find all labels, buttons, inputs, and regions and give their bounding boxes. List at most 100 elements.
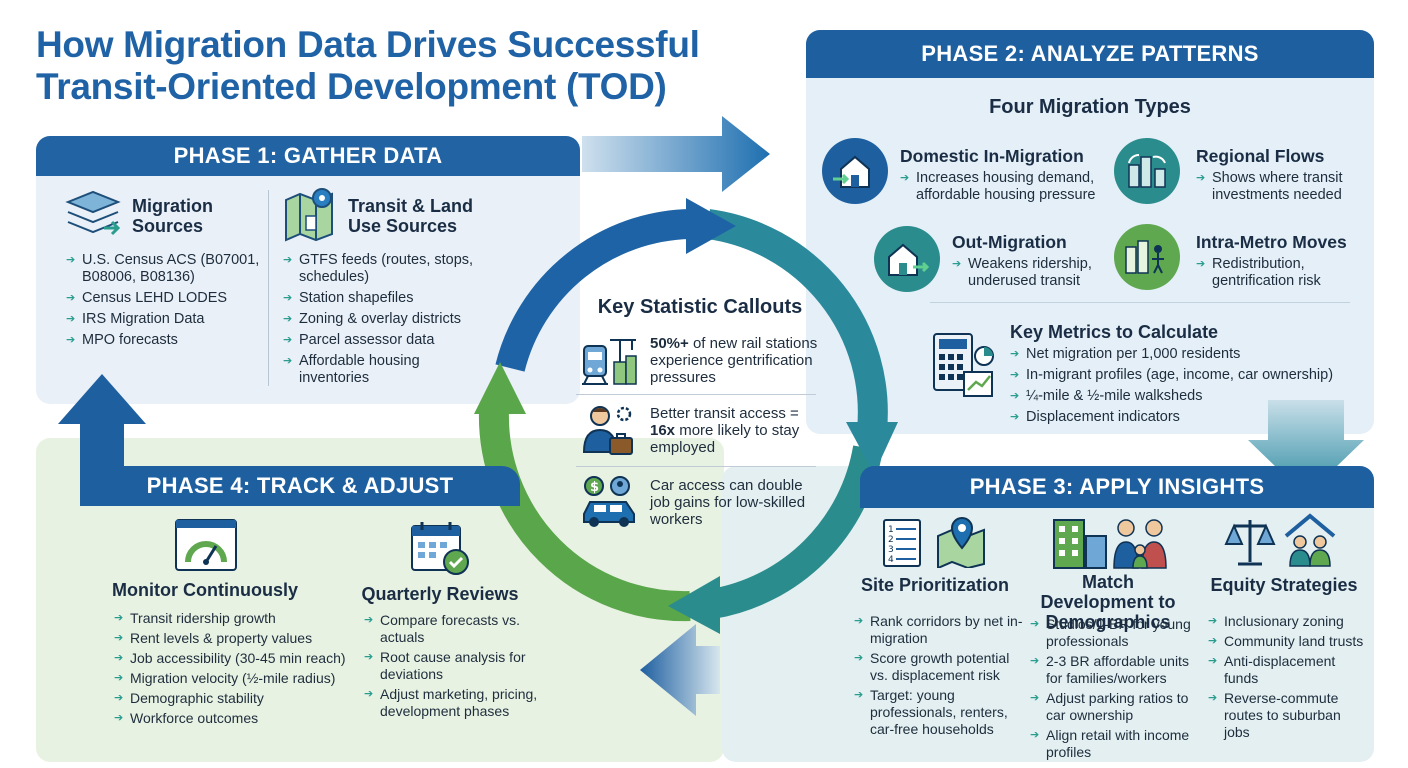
- quarterly-reviews-heading: Quarterly Reviews: [361, 584, 519, 604]
- list-item: Reverse-commute routes to suburban jobs: [1208, 690, 1368, 741]
- domestic-in-migration-heading: Domestic In-Migration: [900, 146, 1084, 166]
- phase4-banner: PHASE 4: TRACK & ADJUST: [80, 466, 520, 506]
- list-item: Parcel assessor data: [283, 332, 483, 349]
- layers-icon: [65, 190, 121, 236]
- stat-employment-value: 16x: [650, 422, 676, 439]
- list-item: Inclusionary zoning: [1208, 613, 1368, 630]
- transit-sources-list: GTFS feeds (routes, stops, schedules) St…: [283, 252, 483, 391]
- phase3-banner: PHASE 3: APPLY INSIGHTS: [860, 466, 1374, 508]
- intra-metro-icon: [1114, 224, 1180, 290]
- monitor-continuously-list: Transit ridership growth Rent levels & p…: [114, 610, 354, 730]
- map-location-icon: [937, 516, 985, 568]
- list-item: Root cause analysis for deviations: [364, 649, 564, 683]
- list-item: 2-3 BR affordable units for families/wor…: [1030, 653, 1200, 687]
- list-item: Job accessibility (30-45 min reach): [114, 650, 354, 667]
- migration-sources-heading: Migration Sources: [132, 196, 213, 236]
- out-migration-heading: Out-Migration: [952, 232, 1067, 252]
- intra-metro-list: Redistribution, gentrification risk: [1196, 256, 1356, 294]
- svg-text:2: 2: [888, 535, 894, 545]
- stat-gentrification-value: 50%+: [650, 335, 689, 352]
- arrow-phase3-to-phase4: [640, 624, 720, 716]
- list-item: Net migration per 1,000 residents: [1010, 346, 1360, 363]
- out-migration-list: Weakens ridership, underused transit: [952, 256, 1102, 294]
- domestic-in-migration-list: Increases housing demand, affordable hou…: [900, 170, 1100, 208]
- calculator-chart-icon: [933, 333, 994, 397]
- monitor-continuously-heading: Monitor Continuously: [112, 580, 298, 600]
- regional-flows-list: Shows where transit investments needed: [1196, 170, 1366, 208]
- match-development-list: Studios/1-BR for young professionals 2-3…: [1030, 616, 1200, 764]
- site-prioritization-heading: Site Prioritization: [860, 575, 1010, 595]
- migration-sources-list: U.S. Census ACS (B07001, B08006, B08136)…: [66, 252, 262, 353]
- dashboard-gauge-icon: [175, 519, 237, 571]
- stat-car-access: Car access can double job gains for low-…: [650, 477, 806, 528]
- list-item: Adjust parking ratios to car ownership: [1030, 690, 1200, 724]
- intra-metro-heading: Intra-Metro Moves: [1196, 232, 1347, 252]
- list-item: Studios/1-BR for young professionals: [1030, 616, 1200, 650]
- list-item: Align retail with income profiles: [1030, 727, 1200, 761]
- train-crane-icon: [582, 339, 637, 385]
- stat-divider: [576, 466, 816, 467]
- list-item: MPO forecasts: [66, 332, 262, 349]
- car-dollar-icon: $: [583, 476, 635, 527]
- list-item: Station shapefiles: [283, 290, 483, 307]
- list-item: Migration velocity (½-mile radius): [114, 670, 354, 687]
- list-item: Target: young professionals, renters, ca…: [854, 687, 1024, 738]
- list-item: In-migrant profiles (age, income, car ow…: [1010, 367, 1360, 384]
- list-item: Community land trusts: [1208, 633, 1368, 650]
- key-statistics-heading: Key Statistic Callouts: [597, 296, 803, 318]
- key-metrics-list: Net migration per 1,000 residents In-mig…: [1010, 346, 1360, 430]
- calendar-check-icon: [411, 522, 469, 575]
- stat-divider: [576, 394, 816, 395]
- quarterly-reviews-list: Compare forecasts vs. actuals Root cause…: [364, 612, 564, 723]
- equity-strategies-heading: Equity Strategies: [1210, 575, 1358, 595]
- list-item: U.S. Census ACS (B07001, B08006, B08136): [66, 252, 262, 286]
- equity-strategies-list: Inclusionary zoning Community land trust…: [1208, 613, 1368, 744]
- transit-land-use-heading: Transit & Land Use Sources: [348, 196, 474, 236]
- list-item: Rank corridors by net in-migration: [854, 613, 1024, 647]
- list-item: Adjust marketing, pricing, development p…: [364, 686, 564, 720]
- list-item: Compare forecasts vs. actuals: [364, 612, 564, 646]
- scales-icon: [1224, 520, 1276, 566]
- list-item: Affordable housing inventories: [283, 353, 483, 387]
- phase1-banner: PHASE 1: GATHER DATA: [36, 136, 580, 176]
- stat-employment-text-pre: Better transit access =: [650, 405, 799, 422]
- stat-gentrification-text: of new rail stations experience gentrifi…: [650, 335, 818, 386]
- regional-flows-heading: Regional Flows: [1196, 146, 1325, 166]
- list-item: IRS Migration Data: [66, 311, 262, 328]
- map-pin-icon: [285, 188, 333, 242]
- phase2-divider: [930, 302, 1350, 303]
- stat-employment-text: more likely to stay employed: [650, 422, 800, 456]
- phase1-divider: [268, 190, 269, 386]
- arrow-phase1-to-phase2: [582, 116, 770, 192]
- phase2-banner: PHASE 2: ANALYZE PATTERNS: [806, 30, 1374, 78]
- list-item: Shows where transit investments needed: [1196, 170, 1366, 204]
- house-arrow-out-icon: [874, 226, 940, 292]
- stat-gentrification: 50%+ of new rail stations experience gen…: [650, 335, 824, 386]
- list-item: Weakens ridership, underused transit: [952, 256, 1102, 290]
- list-item: Transit ridership growth: [114, 610, 354, 627]
- list-item: Zoning & overlay districts: [283, 311, 483, 328]
- worker-briefcase-icon: [582, 406, 633, 455]
- page-title: How Migration Data Drives Successful Tra…: [36, 24, 700, 107]
- building-family-icon: [1053, 519, 1167, 569]
- cycle-arrowheads: [474, 198, 898, 634]
- house-arrow-in-icon: [822, 138, 888, 204]
- regional-flows-icon: [1114, 138, 1180, 204]
- list-item: Redistribution, gentrification risk: [1196, 256, 1356, 290]
- site-prioritization-list: Rank corridors by net in-migration Score…: [854, 613, 1024, 741]
- migration-types-heading: Four Migration Types: [989, 96, 1191, 118]
- list-item: Census LEHD LODES: [66, 290, 262, 307]
- list-item: ¼-mile & ½-mile walksheds: [1010, 388, 1360, 405]
- svg-text:1: 1: [888, 525, 894, 535]
- list-item: Score growth potential vs. displacement …: [854, 650, 1024, 684]
- list-item: Rent levels & property values: [114, 630, 354, 647]
- svg-text:3: 3: [888, 545, 894, 555]
- list-item: Displacement indicators: [1010, 409, 1360, 426]
- list-item: Demographic stability: [114, 690, 354, 707]
- list-item: Anti-displacement funds: [1208, 653, 1368, 687]
- list-item: GTFS feeds (routes, stops, schedules): [283, 252, 483, 286]
- svg-text:$: $: [590, 480, 599, 495]
- key-metrics-heading: Key Metrics to Calculate: [1010, 322, 1219, 342]
- list-item: Workforce outcomes: [114, 710, 354, 727]
